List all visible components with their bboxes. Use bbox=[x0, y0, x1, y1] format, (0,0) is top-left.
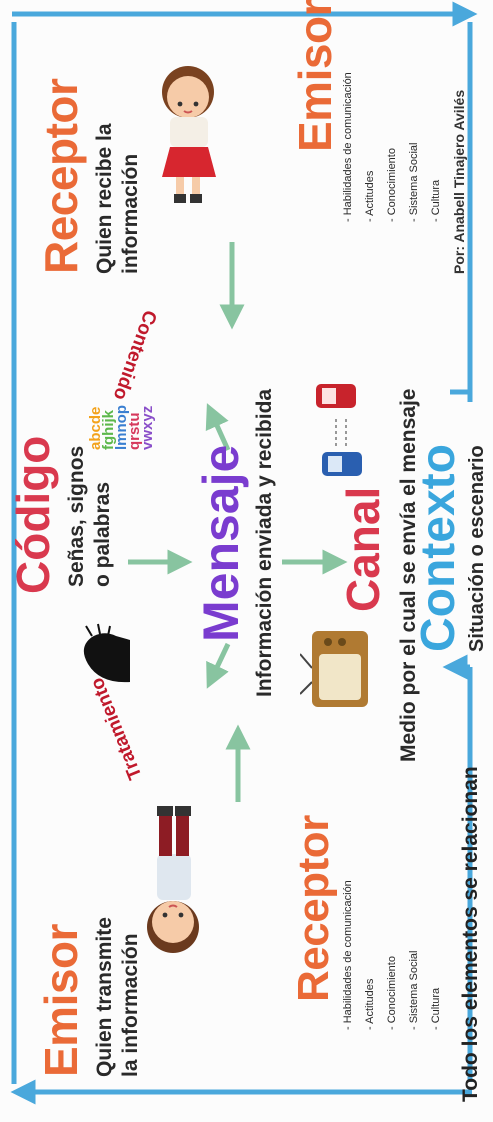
receptor-right-title: Receptor bbox=[35, 78, 87, 274]
bottom-relation-text: Todo los elementos se relacionan bbox=[459, 766, 482, 1102]
girl-icon bbox=[162, 66, 216, 203]
emisor-right-item-2: - Actitudes bbox=[364, 170, 376, 222]
emisor-left-title: Emisor bbox=[35, 924, 87, 1077]
contexto-title: Contexto bbox=[412, 444, 465, 652]
codigo-desc-2: o palabras bbox=[91, 481, 114, 587]
mensaje-title: Mensaje bbox=[193, 444, 249, 642]
receptor-left-item-4: - Sistema Social bbox=[408, 950, 420, 1030]
receptor-left-item-2: - Actitudes bbox=[364, 978, 376, 1030]
alphabet-row-5: vwxyz bbox=[139, 405, 156, 450]
receptor-left-item-1: - Habilidades de comunicación bbox=[342, 880, 354, 1030]
emisor-right-item-5: - Cultura bbox=[430, 179, 442, 222]
receptor-left-item-5: - Cultura bbox=[430, 987, 442, 1030]
codigo-desc-1: Señas, signos bbox=[65, 445, 88, 587]
emisor-left-desc-1: Quien transmite bbox=[93, 917, 116, 1077]
emisor-right-item-1: - Habilidades de comunicación bbox=[342, 72, 354, 222]
tv-icon bbox=[300, 631, 368, 707]
arrow-mensaje-to-tratamiento bbox=[206, 642, 231, 689]
emisor-right-item-4: - Sistema Social bbox=[408, 142, 420, 222]
arrow-mensaje-to-contenido bbox=[205, 403, 231, 452]
person-silhouette-icon bbox=[83, 623, 130, 683]
receptor-left-item-3: - Conocimiento bbox=[386, 956, 398, 1030]
mensaje-desc: Información enviada y recibida bbox=[253, 388, 276, 697]
contexto-desc: Situación o escenario bbox=[466, 445, 488, 652]
receptor-left-title: Receptor bbox=[289, 815, 338, 1002]
canal-title: Canal bbox=[337, 486, 389, 612]
phone-icon bbox=[316, 384, 362, 476]
boy-icon bbox=[147, 806, 199, 953]
emisor-right-item-3: - Conocimiento bbox=[386, 148, 398, 222]
receptor-right-desc-1: Quien recibe la bbox=[93, 123, 116, 274]
emisor-right-title: Emisor bbox=[289, 0, 341, 152]
codigo-title: Código bbox=[7, 435, 59, 594]
author-credit: Por: Anabell Tinajero Avilés bbox=[451, 89, 467, 274]
